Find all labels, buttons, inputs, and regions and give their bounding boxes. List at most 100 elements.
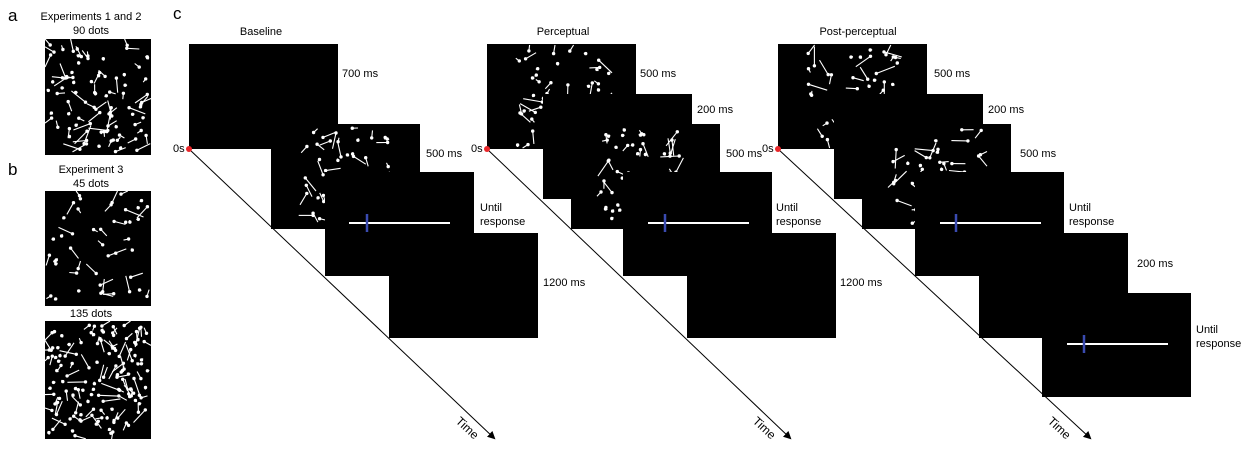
dot <box>106 254 110 258</box>
dot <box>96 74 101 78</box>
dot <box>855 87 859 91</box>
dot <box>882 80 886 84</box>
motion-streak <box>111 190 118 203</box>
motion-streak <box>99 278 114 286</box>
dot <box>101 243 105 247</box>
dot <box>129 387 133 391</box>
dot <box>530 117 534 121</box>
dot <box>67 134 72 139</box>
motion-streak <box>896 199 912 207</box>
dot <box>531 93 536 98</box>
dot <box>383 135 387 140</box>
dot <box>607 71 611 76</box>
dot <box>584 51 588 56</box>
dot <box>115 138 120 142</box>
dot <box>59 234 64 238</box>
condition-title: Post-perceptual <box>819 26 896 38</box>
dot <box>47 430 51 435</box>
dot <box>52 392 56 396</box>
dot <box>136 410 141 414</box>
motion-streak <box>113 220 126 225</box>
dot <box>918 163 923 168</box>
dot <box>54 297 58 301</box>
dot <box>74 352 79 356</box>
dot <box>103 74 107 79</box>
dot <box>99 227 103 231</box>
dot <box>114 125 118 129</box>
dot <box>130 112 135 117</box>
motion-streak <box>589 82 593 96</box>
dot <box>74 123 78 127</box>
dot <box>920 167 924 171</box>
dot <box>110 344 115 349</box>
dot <box>136 362 140 366</box>
dot <box>895 61 899 65</box>
condition-title: Baseline <box>240 26 282 38</box>
dot <box>54 262 58 266</box>
dot <box>77 116 81 120</box>
dot <box>72 414 76 418</box>
dot <box>849 55 853 59</box>
dot <box>891 82 895 87</box>
dot <box>99 130 103 134</box>
dot <box>134 342 138 346</box>
dot <box>117 354 121 359</box>
dot <box>107 351 112 356</box>
dot <box>116 416 120 420</box>
dot <box>145 55 149 59</box>
motion-streak <box>103 366 108 378</box>
dot <box>53 402 57 406</box>
dot <box>58 354 62 358</box>
dot <box>83 100 88 104</box>
frame-duration-continued: response <box>1069 216 1114 228</box>
motion-streak <box>304 177 317 192</box>
dot <box>105 129 109 134</box>
dot <box>317 217 322 221</box>
dot <box>98 378 102 383</box>
motion-streak <box>597 159 610 177</box>
dot <box>93 91 98 96</box>
dot <box>51 427 55 432</box>
dot <box>145 369 150 373</box>
dot <box>906 161 910 166</box>
motion-streak <box>63 143 81 150</box>
dot <box>851 76 855 80</box>
frame-duration: 1200 ms <box>840 277 883 289</box>
motion-streak <box>892 154 905 163</box>
dot <box>139 358 144 362</box>
dot <box>125 43 129 47</box>
dot <box>89 331 93 335</box>
dot <box>599 190 603 194</box>
dot <box>51 346 55 350</box>
dot <box>117 394 121 398</box>
motion-streak <box>108 248 127 257</box>
dot <box>121 377 125 381</box>
dot <box>615 169 619 174</box>
dot <box>109 431 113 435</box>
dot <box>616 203 620 207</box>
stimulus-background <box>45 191 151 306</box>
dot <box>51 237 56 241</box>
dot <box>568 49 572 53</box>
perceptual-sequence: Time Perceptual 500 ms 200 ms 500 ms Unt… <box>471 26 883 442</box>
motion-streak <box>519 103 536 113</box>
motion-streak <box>845 87 858 90</box>
time-axis <box>486 148 792 440</box>
dot <box>662 152 667 156</box>
dot <box>97 144 101 148</box>
dot <box>71 201 76 205</box>
dot <box>126 372 131 376</box>
motion-streak <box>71 90 86 103</box>
dot <box>385 140 390 145</box>
dot <box>46 88 50 93</box>
motion-streak <box>130 272 143 278</box>
dot <box>105 416 109 420</box>
dot <box>321 173 325 177</box>
dot <box>939 167 944 172</box>
dot <box>370 136 374 140</box>
dot <box>868 48 872 52</box>
dot <box>555 61 560 66</box>
post-perceptual-sequence: Time Post-perceptual 500 ms 200 ms 500 m… <box>762 26 1241 442</box>
dot <box>631 143 635 147</box>
